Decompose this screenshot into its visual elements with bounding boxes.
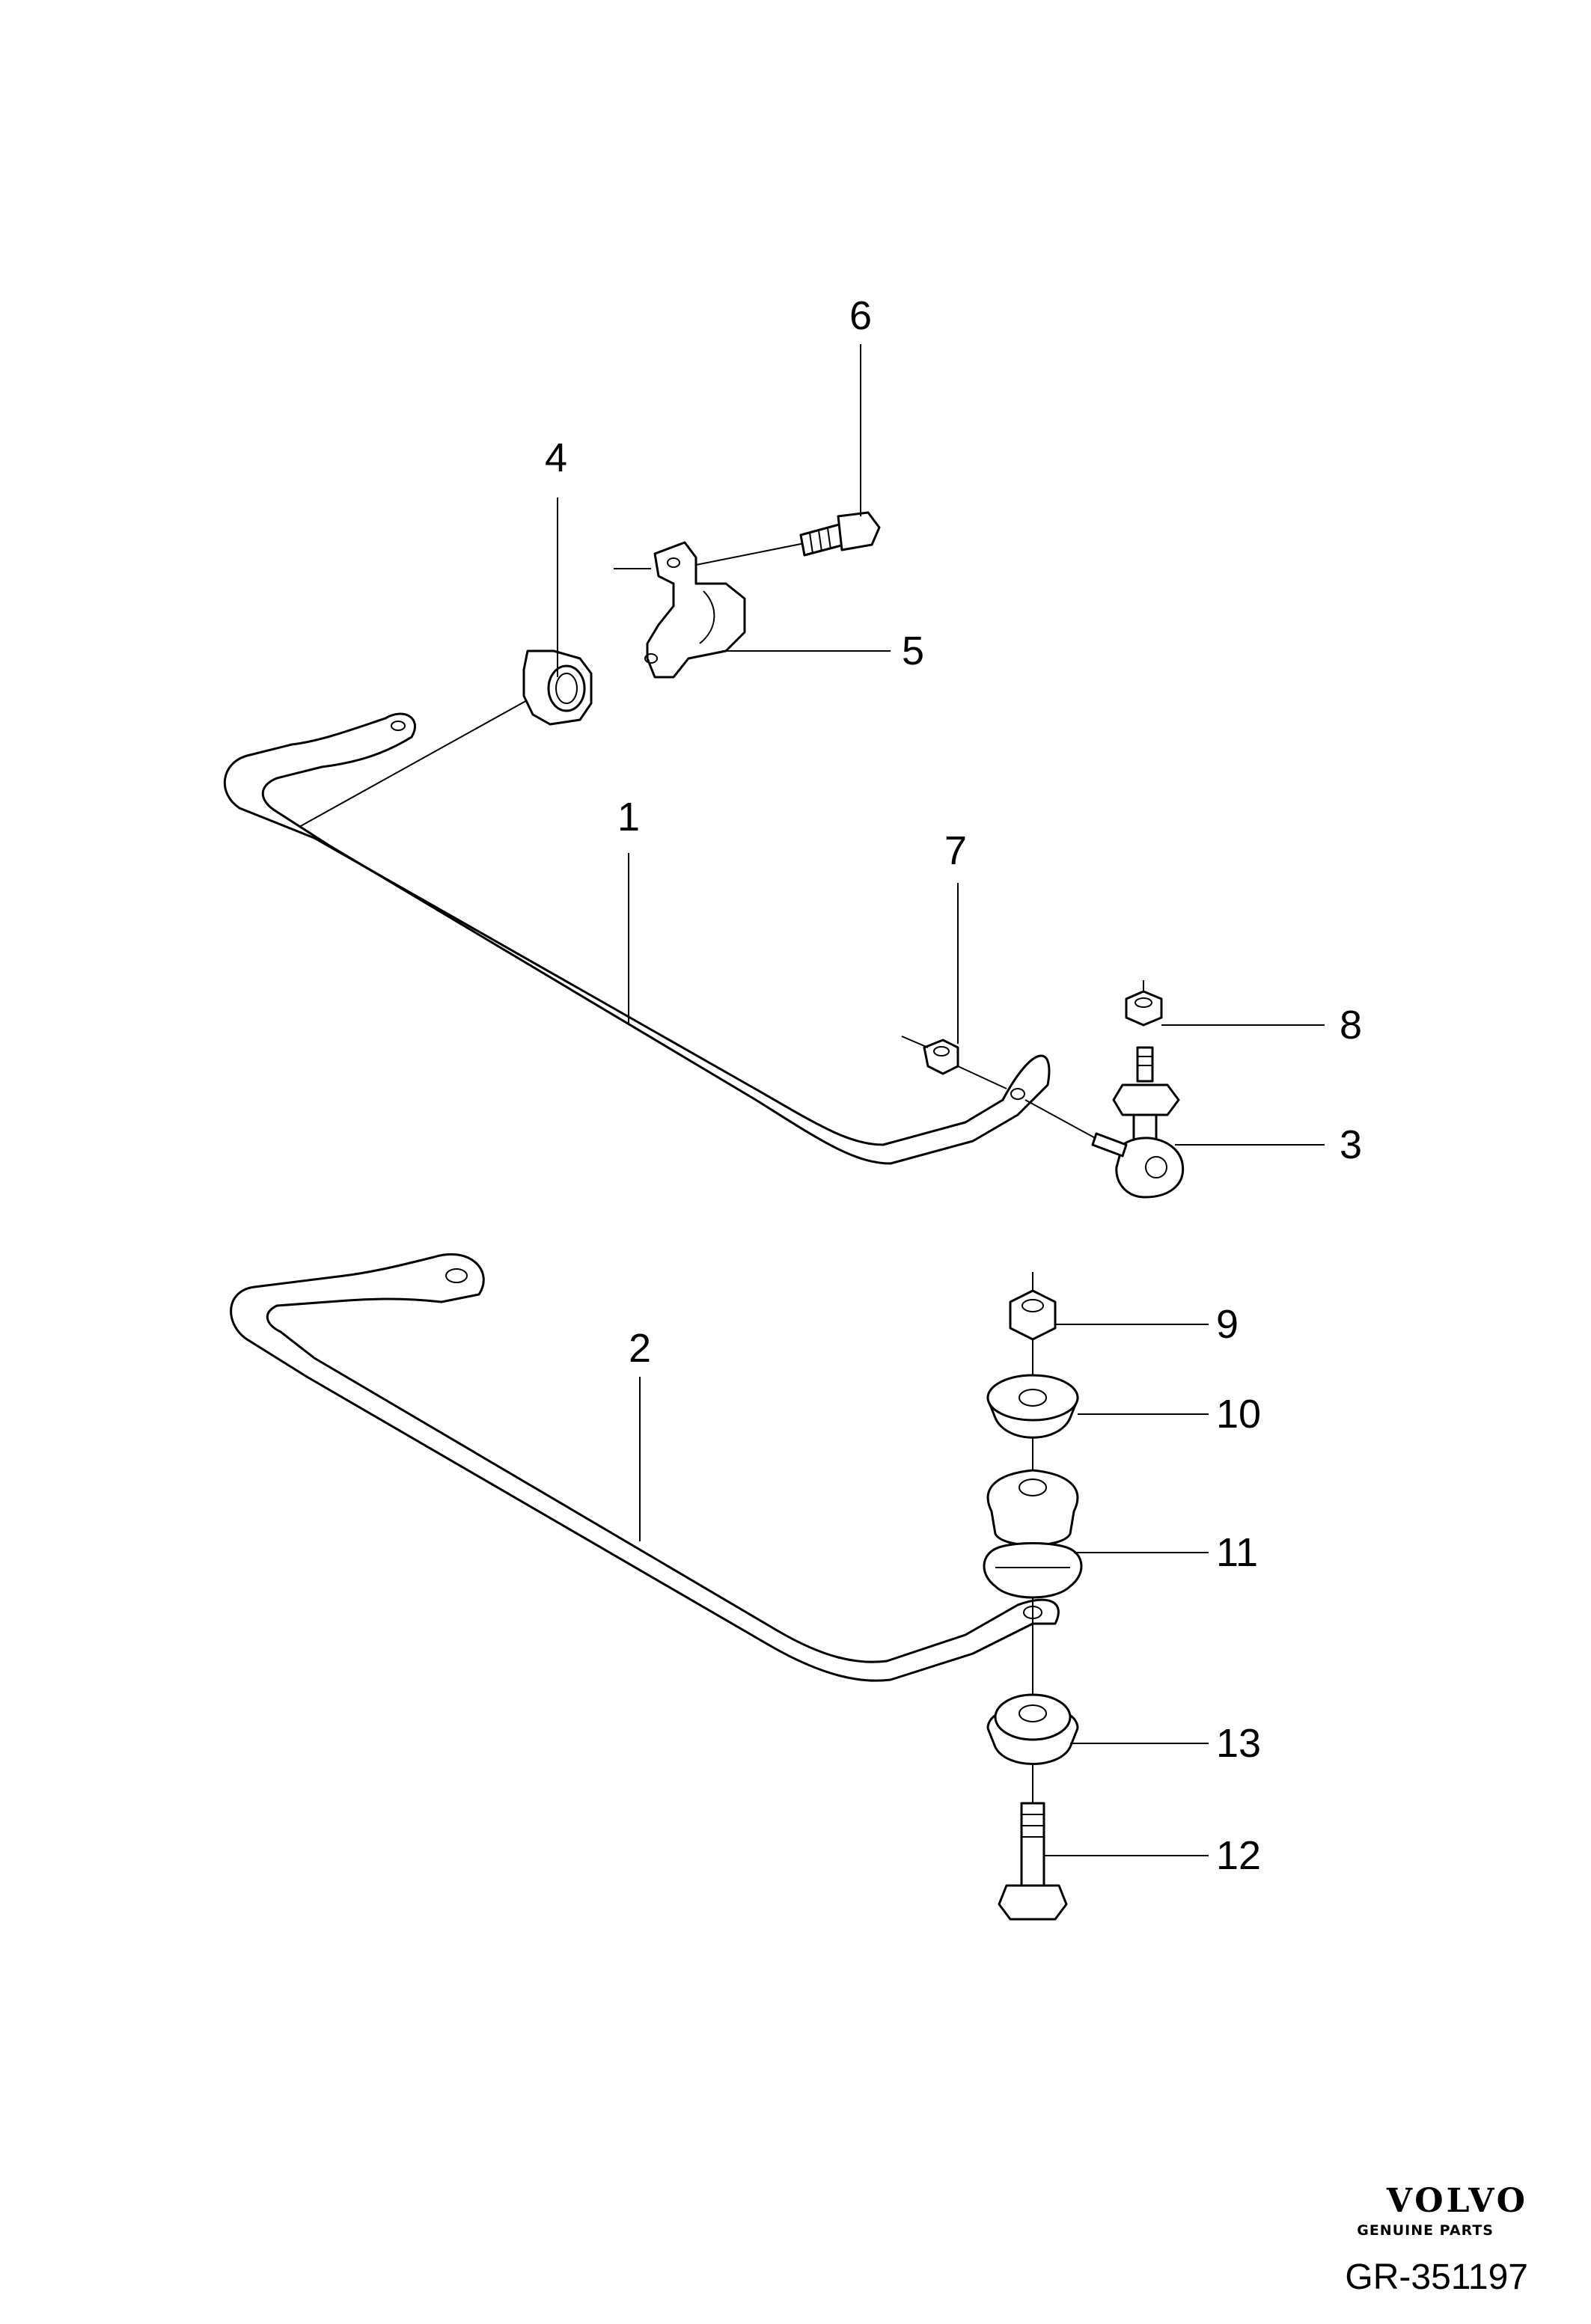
callout-numbers: 1 2 3 4 5 6 7 8 9 10 11 12 13 — [545, 293, 1362, 1878]
drawing-number: GR-351197 — [1345, 2257, 1528, 2297]
callout-12: 12 — [1216, 1833, 1261, 1878]
bolt-part-12 — [998, 1802, 1068, 1921]
callout-11: 11 — [1216, 1530, 1258, 1575]
link-rod-part-3 — [1091, 1046, 1185, 1199]
assembly-line-7a — [901, 1036, 929, 1048]
callout-4: 4 — [545, 435, 567, 480]
clamp-bracket-part-5 — [644, 541, 746, 679]
nut-part-7 — [923, 1039, 959, 1075]
callout-2: 2 — [629, 1326, 651, 1371]
callout-9: 9 — [1216, 1302, 1239, 1347]
nut-part-8 — [1125, 980, 1163, 1027]
callout-13: 13 — [1216, 1721, 1261, 1766]
callout-8: 8 — [1340, 1003, 1362, 1048]
assembly-line-6 — [695, 542, 809, 566]
bushing-pair-part-11 — [983, 1469, 1083, 1599]
callout-10: 10 — [1216, 1392, 1261, 1437]
assembly-line-7b — [957, 1065, 1007, 1089]
callout-leaders — [557, 344, 1325, 1856]
callout-6: 6 — [849, 293, 872, 338]
bolt-part-6 — [799, 511, 881, 557]
nut-part-9 — [1009, 1289, 1057, 1341]
brand-block: VOLVO GENUINE PARTS GR-351197 — [1289, 2185, 1528, 2298]
volvo-logo: VOLVO — [1386, 2182, 1528, 2220]
front-stabilizer-bar — [223, 712, 1051, 1165]
rear-stabilizer-bar — [230, 1253, 1060, 1682]
callout-3: 3 — [1340, 1122, 1362, 1167]
callout-7: 7 — [944, 828, 967, 873]
cup-part-13 — [986, 1693, 1079, 1765]
callout-1: 1 — [617, 795, 640, 840]
assembly-line-3 — [1024, 1099, 1108, 1146]
assembly-line-4 — [299, 695, 536, 828]
genuine-parts-label: GENUINE PARTS — [1357, 2222, 1494, 2239]
callout-5: 5 — [902, 629, 924, 673]
cup-part-10 — [986, 1374, 1079, 1439]
